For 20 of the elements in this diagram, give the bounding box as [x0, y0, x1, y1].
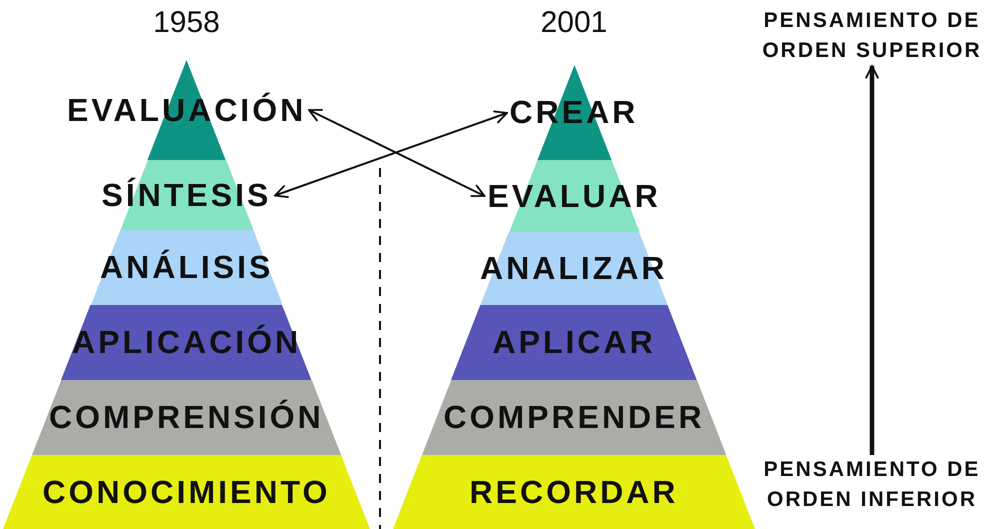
arrow: [865, 65, 879, 455]
level-label: CONOCIMIENTO: [42, 474, 330, 510]
level-label: ANÁLISIS: [100, 249, 274, 286]
pyramid-level: [32, 380, 342, 455]
pyramid-level: [90, 230, 282, 305]
year-label: 2001: [540, 6, 608, 40]
pyramid-level: [422, 380, 726, 455]
level-label: COMPRENSIÓN: [48, 399, 324, 436]
year-label: 1958: [153, 6, 220, 40]
pyramid-level: [451, 305, 697, 380]
thinking-level-label: PENSAMIENTO DE ORDEN INFERIOR: [752, 455, 992, 515]
level-label: COMPRENDER: [443, 399, 705, 436]
level-label: APLICAR: [492, 324, 656, 361]
level-label: RECORDAR: [470, 474, 678, 510]
thinking-level-label: PENSAMIENTO DE ORDEN SUPERIOR: [752, 6, 992, 66]
arrow: [308, 108, 486, 198]
pyramid-level: [3, 455, 370, 529]
arrow: [274, 110, 508, 198]
level-label: ANALIZAR: [480, 250, 668, 287]
pyramid-level: [393, 455, 755, 529]
